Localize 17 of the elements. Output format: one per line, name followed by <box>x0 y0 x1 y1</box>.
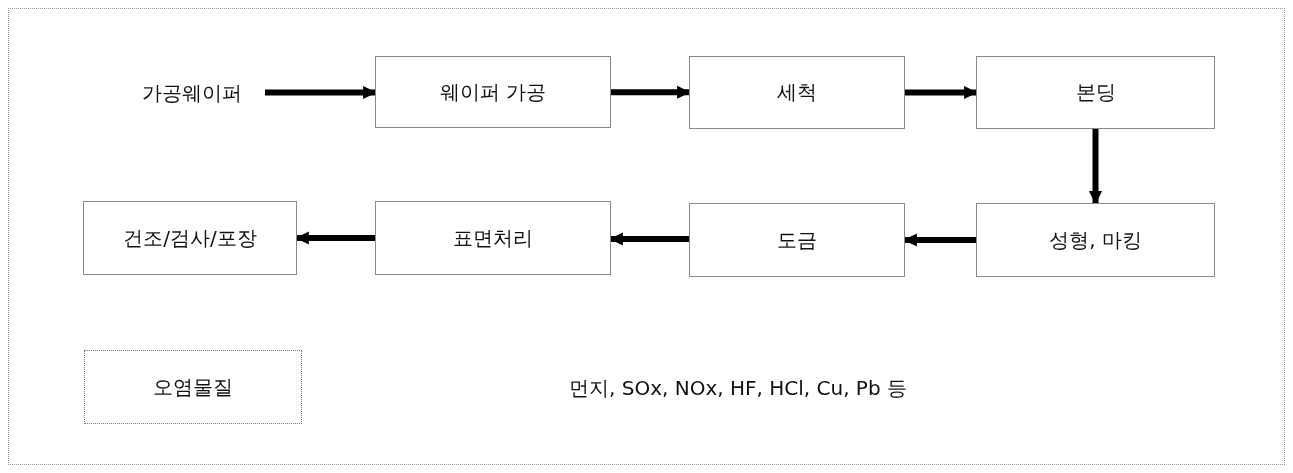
step-label: 웨이퍼 가공 <box>439 78 547 106</box>
step-label: 오염물질 <box>153 373 233 401</box>
step-label: 성형, 마킹 <box>1049 226 1142 254</box>
arrow <box>265 85 377 100</box>
arrow <box>611 85 691 99</box>
step-label: 본딩 <box>1075 79 1116 106</box>
step-label: 세척 <box>777 79 817 106</box>
step-label: 가공웨이퍼 <box>142 79 242 107</box>
step-label: 표면처리 <box>453 224 533 252</box>
arrow <box>609 232 689 246</box>
arrow <box>903 233 976 247</box>
step-label: 건조/검사/포장 <box>123 224 257 252</box>
arrow <box>295 231 375 245</box>
pollutant-list: 먼지, SOx, NOx, HF, HCl, Cu, Pb 등 <box>569 375 907 402</box>
step-label: 도금 <box>777 226 817 254</box>
arrow <box>905 85 978 100</box>
arrow <box>1088 129 1103 205</box>
